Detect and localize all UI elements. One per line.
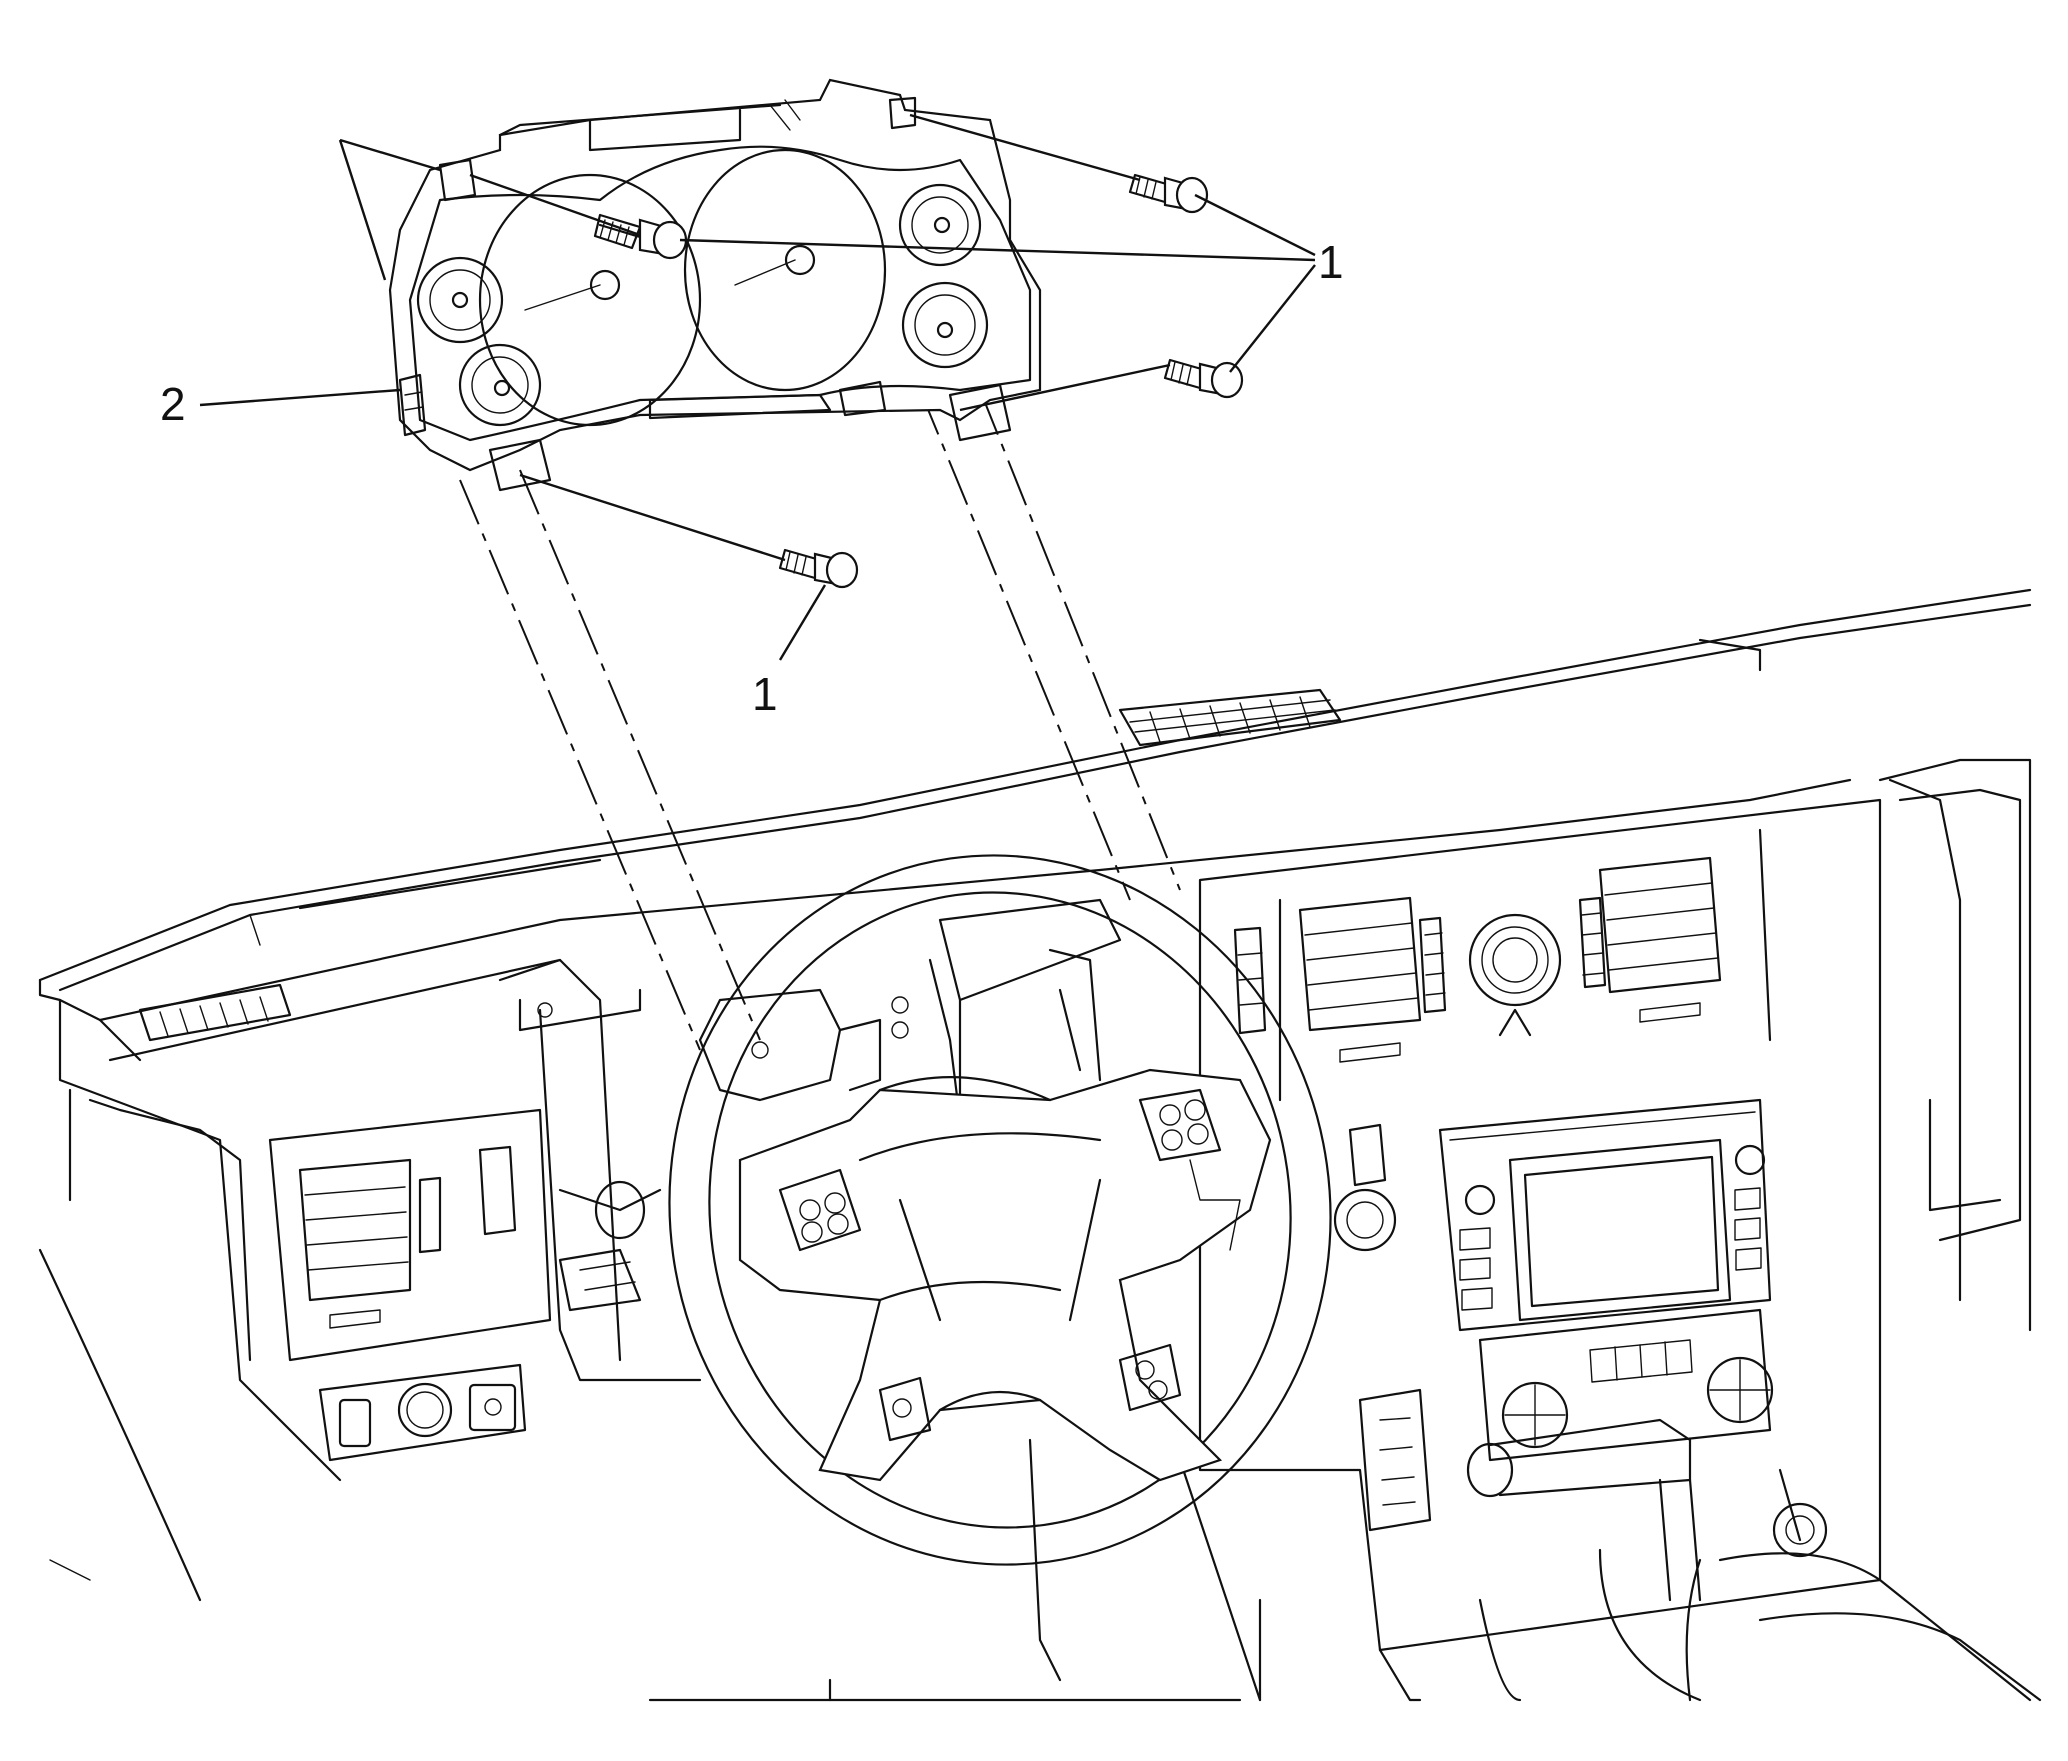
steering-wheel-left-controls [778, 1168, 862, 1252]
steering-wheel-right-controls [1138, 1088, 1222, 1162]
hvac-controls [1478, 1308, 1774, 1462]
gauge-voltage [901, 281, 989, 369]
cluster-bolt-upper-left [593, 213, 688, 260]
center-stack-air-vents [1198, 798, 1882, 1652]
cluster-connector [398, 373, 427, 437]
instrument-cluster [388, 78, 1042, 492]
defrost-vent-grille [1118, 688, 1342, 747]
gauge-speedometer [478, 173, 702, 427]
gauge-temperature [898, 183, 982, 267]
callout-leaders [199, 113, 1316, 661]
left-outboard-air-vent [138, 983, 292, 1042]
gauge-oil [458, 343, 542, 427]
callout-bolt-1-lower: 1 [752, 668, 778, 720]
installation-alignment-lines [459, 389, 1181, 1051]
gauge-tachometer [683, 148, 887, 392]
steering-wheel [668, 854, 1332, 1566]
gauge-fuel [416, 256, 504, 344]
radio-navigation-unit [1438, 1098, 1772, 1332]
cluster-bolt-upper-right [1128, 173, 1209, 214]
transfer-case-shifter [1466, 1418, 1828, 1702]
instrument-panel [38, 588, 2042, 1702]
cluster-bolt-right-lower [1163, 358, 1244, 399]
left-switch-bezel [268, 1108, 552, 1462]
callout-bolt-1: 1 [1318, 236, 1344, 288]
cluster-bolt-lower [778, 548, 859, 589]
callout-cluster-2: 2 [160, 378, 186, 430]
tilt-column-lever [558, 1180, 662, 1312]
